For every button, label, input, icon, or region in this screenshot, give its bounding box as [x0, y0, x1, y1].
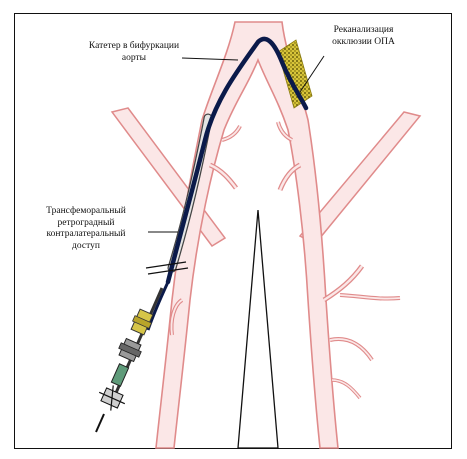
access-label-line-2: ретроградный	[22, 218, 150, 230]
access-label-line-1: Трансфеморальный	[22, 206, 150, 218]
access-label: Трансфеморальный ретроградный контралате…	[22, 206, 150, 252]
access-label-line-3: контралатеральный	[22, 229, 150, 241]
recanalization-label-line-2: окклюзии ОПА	[306, 37, 421, 49]
recanalization-label: Реканализация окклюзии ОПА	[306, 25, 421, 48]
recanalization-label-line-1: Реканализация	[306, 25, 421, 37]
arterial-tree	[156, 22, 400, 448]
catheter-label: Катетер в бифуркации аорты	[64, 41, 204, 64]
access-label-line-4: доступ	[22, 241, 150, 253]
central-triangle	[238, 210, 278, 448]
catheter-label-line-2: аорты	[64, 53, 204, 65]
catheter-label-line-1: Катетер в бифуркации	[64, 41, 204, 53]
